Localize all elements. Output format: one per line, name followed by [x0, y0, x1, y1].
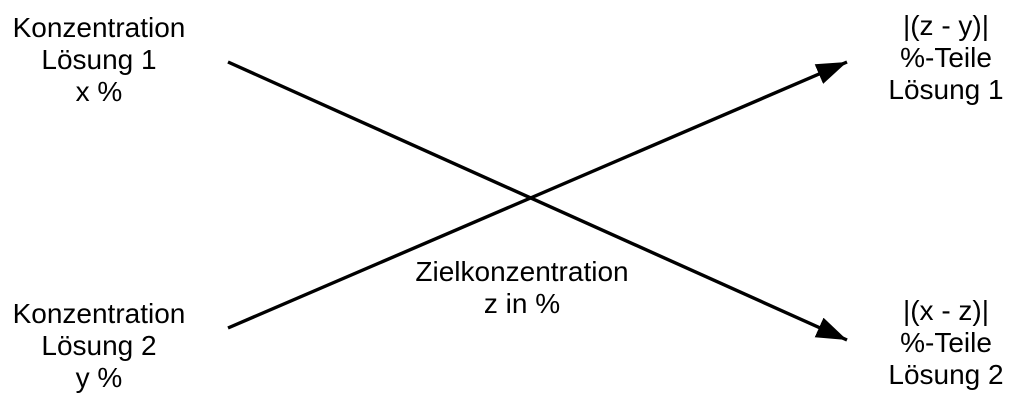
label-line: z in %	[483, 288, 561, 319]
label-line: |(x - z)|	[902, 295, 990, 326]
label-line: Konzentration	[12, 12, 186, 43]
label-line: |(z - y)|	[902, 10, 990, 41]
label-line: Lösung 2	[41, 330, 157, 361]
label-target-concentration: Zielkonzentration z in %	[402, 256, 642, 320]
arrow-solution2-to-parts-solution1	[227, 60, 848, 330]
label-line: %-Teile	[900, 327, 992, 358]
label-parts-solution2: |(x - z)| %-Teile Lösung 2	[861, 295, 1024, 391]
label-line: y %	[75, 362, 123, 393]
label-line: Zielkonzentration	[415, 256, 629, 287]
arrow-solution1-to-parts-solution2	[227, 60, 848, 342]
label-line: Lösung 2	[888, 359, 1004, 390]
label-concentration-solution1: Konzentration Lösung 1 x %	[9, 12, 189, 108]
label-concentration-solution2: Konzentration Lösung 2 y %	[9, 298, 189, 394]
label-line: Lösung 1	[41, 44, 157, 75]
label-line: x %	[75, 76, 123, 107]
label-line: Konzentration	[12, 298, 186, 329]
label-parts-solution1: |(z - y)| %-Teile Lösung 1	[861, 10, 1024, 106]
label-line: Lösung 1	[888, 74, 1004, 105]
label-line: %-Teile	[900, 42, 992, 73]
